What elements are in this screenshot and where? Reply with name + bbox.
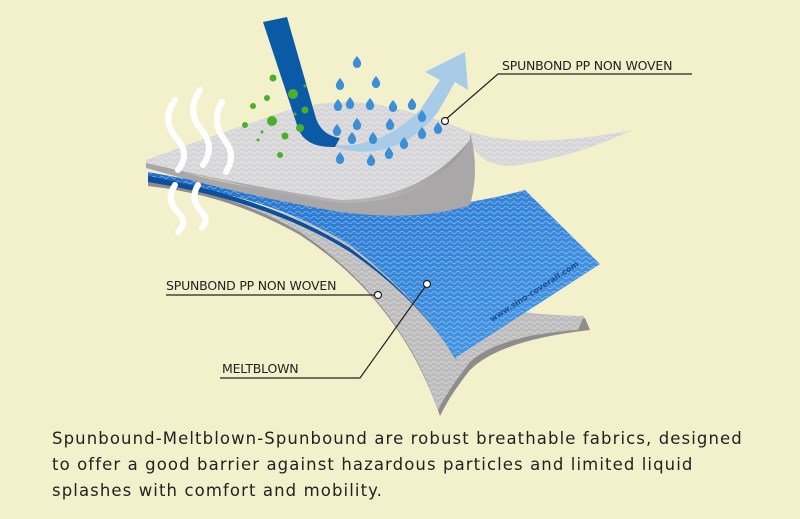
water-drop bbox=[388, 100, 398, 112]
bottom-layer-label: SPUNBOND PP NON WOVEN bbox=[166, 278, 337, 293]
particle bbox=[293, 112, 297, 116]
water-drop bbox=[352, 56, 362, 68]
water-drop bbox=[352, 118, 362, 130]
water-drop bbox=[365, 98, 375, 110]
particle bbox=[269, 74, 277, 82]
water-drop bbox=[368, 132, 378, 144]
heat-waves-icon bbox=[165, 87, 234, 235]
water-drop bbox=[385, 118, 395, 130]
water-drop bbox=[384, 147, 394, 159]
water-drop bbox=[366, 154, 376, 166]
particle bbox=[281, 132, 289, 140]
particle bbox=[303, 84, 307, 88]
particles-icon bbox=[242, 74, 309, 158]
water-drop bbox=[417, 110, 427, 122]
callout-lines bbox=[166, 73, 692, 379]
caption-line: to offer a good barrier against hazardou… bbox=[52, 455, 694, 474]
water-drop bbox=[333, 99, 343, 111]
vapor-arrow-icon bbox=[330, 52, 468, 152]
particle bbox=[264, 95, 270, 101]
water-droplets-icon bbox=[332, 56, 443, 166]
particle bbox=[301, 106, 309, 114]
meltblown-marker bbox=[422, 279, 432, 289]
water-drop bbox=[417, 127, 427, 139]
particle bbox=[267, 116, 277, 126]
liquid-arrow-icon bbox=[263, 17, 340, 148]
water-drop bbox=[335, 78, 345, 90]
bottom-layer-marker bbox=[373, 290, 383, 300]
water-drop bbox=[332, 124, 342, 136]
caption-line: Spunbound-Meltblown-Spunbound are robust… bbox=[52, 429, 743, 448]
particle bbox=[250, 103, 256, 109]
particle bbox=[296, 124, 304, 132]
top-layer-marker bbox=[440, 116, 450, 126]
meltblown-label: MELTBLOWN bbox=[222, 361, 299, 376]
water-drop bbox=[335, 152, 345, 164]
water-drop bbox=[347, 132, 357, 144]
caption: Spunbound-Meltblown-Spunbound are robust… bbox=[52, 426, 792, 504]
water-drop bbox=[399, 137, 409, 149]
particle bbox=[260, 130, 264, 134]
water-drop bbox=[371, 76, 381, 88]
caption-line: splashes with comfort and mobility. bbox=[52, 481, 384, 500]
particle bbox=[288, 89, 298, 99]
water-drop bbox=[433, 122, 443, 134]
particle bbox=[256, 138, 260, 142]
water-drop bbox=[345, 97, 355, 109]
particle bbox=[242, 122, 248, 128]
particle bbox=[277, 152, 283, 158]
water-drop bbox=[407, 98, 417, 110]
bottom-spunbond-layer bbox=[148, 178, 590, 416]
top-layer-label: SPUNBOND PP NON WOVEN bbox=[502, 58, 673, 73]
